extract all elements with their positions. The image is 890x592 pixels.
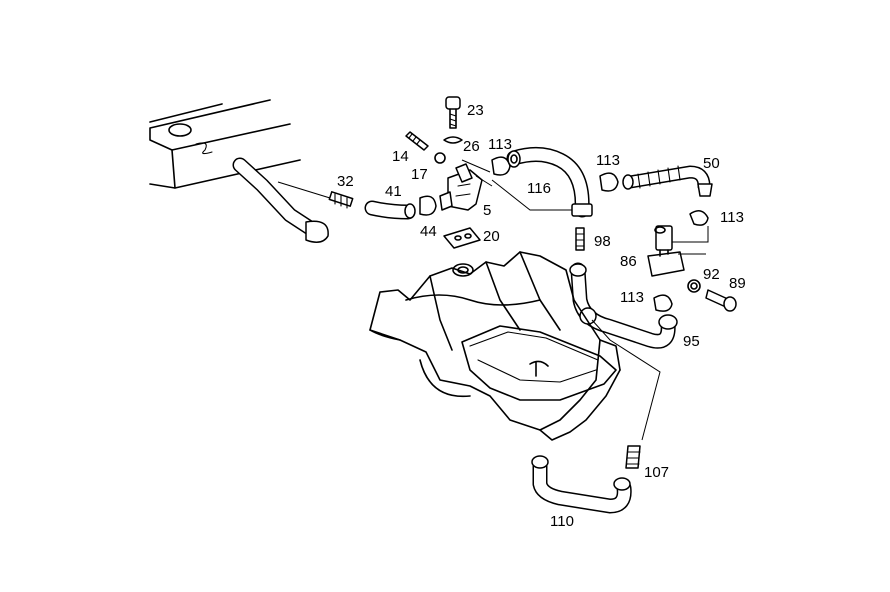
callout-113-d: 113 [620, 289, 644, 306]
intake-manifold [369, 251, 661, 441]
breather-hose-left [232, 157, 329, 243]
fitting-32 [277, 181, 354, 209]
callout-113-b: 113 [596, 152, 620, 169]
callout-98: 98 [594, 233, 611, 250]
oring-17 [434, 152, 446, 164]
washer-26 [443, 136, 463, 144]
callout-116: 116 [527, 180, 551, 197]
gasket-20 [443, 227, 481, 249]
valve-housing-5 [439, 159, 493, 211]
callout-26: 26 [463, 138, 480, 155]
callout-92: 92 [703, 266, 720, 283]
stud-98 [575, 227, 585, 251]
callout-107: 107 [644, 464, 669, 481]
callout-50: 50 [703, 155, 720, 172]
callout-labels: 23 26 113 14 17 32 41 5 116 113 50 113 4… [337, 102, 746, 530]
callout-20: 20 [483, 228, 500, 245]
callout-89: 89 [729, 275, 746, 292]
bolt-89 [705, 289, 737, 312]
callout-110: 110 [550, 513, 574, 530]
callout-95: 95 [683, 333, 700, 350]
washer-92 [687, 279, 701, 293]
nipple-107 [625, 445, 641, 469]
elbow-hose-116 [491, 147, 593, 218]
clamp-113-mid [599, 172, 619, 192]
callout-86: 86 [620, 253, 637, 270]
hose-95 [569, 262, 678, 349]
clamp-113-lower [653, 294, 673, 312]
callout-113-a: 113 [488, 136, 512, 153]
hose-110 [531, 455, 632, 514]
callout-113-c: 113 [720, 209, 744, 226]
callout-32: 32 [337, 173, 354, 190]
callout-14: 14 [392, 148, 409, 165]
callout-17: 17 [411, 166, 428, 183]
callout-5: 5 [483, 202, 491, 219]
clamp-41 [419, 195, 437, 216]
hose-41 [364, 200, 416, 220]
valve-86 [647, 225, 709, 277]
clamp-113-right [689, 210, 709, 226]
callout-41: 41 [385, 183, 402, 200]
bolt-23 [445, 96, 461, 129]
callout-44: 44 [420, 223, 437, 240]
corrugated-pipe-50 [622, 165, 713, 197]
callout-23: 23 [467, 102, 484, 119]
engine-cover [149, 99, 301, 189]
nipple-14 [405, 131, 429, 151]
